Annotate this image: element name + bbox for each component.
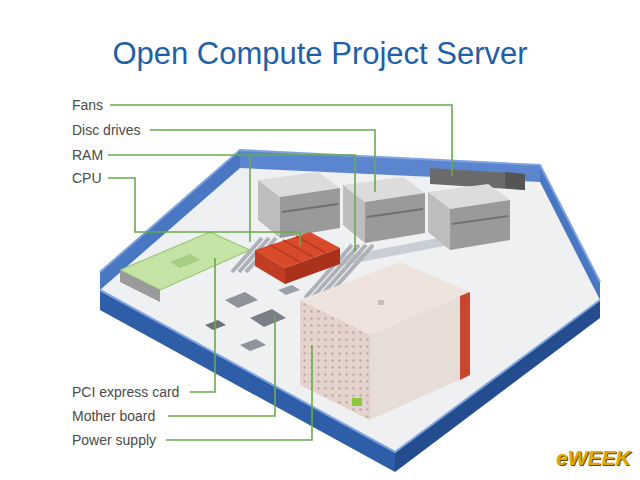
leader-line	[166, 345, 312, 440]
part-label: Disc drives	[72, 121, 140, 139]
leader-line	[249, 155, 251, 242]
heatsink-side	[255, 250, 285, 284]
pci-card	[120, 232, 250, 302]
part-label: CPU	[72, 169, 102, 187]
disc-drive	[258, 172, 340, 238]
psu-side	[370, 292, 470, 420]
leader-line	[108, 178, 300, 246]
psu-front	[300, 300, 370, 420]
heatsink-front	[285, 248, 340, 284]
psu-red-strip	[460, 292, 470, 380]
drive-front	[365, 193, 425, 243]
part-label: Power supply	[72, 431, 156, 449]
leader-line	[108, 155, 355, 252]
part-label: Mother board	[72, 407, 155, 425]
psu-vents	[300, 300, 370, 420]
disc-drive	[428, 184, 510, 250]
drive-side	[343, 185, 365, 243]
board-chip	[278, 285, 300, 295]
diagram-title: Open Compute Project Server	[0, 36, 640, 72]
leader-line	[190, 258, 215, 392]
pci-bracket	[120, 270, 160, 302]
leader-line	[150, 130, 375, 192]
cpu-heatsink	[255, 232, 340, 284]
psu-connector	[352, 398, 362, 406]
part-label: PCI express card	[72, 383, 179, 401]
watermark: eWEEK	[556, 446, 631, 470]
drive-front	[450, 200, 510, 250]
leader-line	[110, 105, 452, 176]
pci-chip	[170, 254, 200, 268]
leader-line	[168, 318, 275, 416]
drive-slot	[282, 204, 338, 212]
drive-slot	[367, 209, 423, 217]
chassis-right-wall	[540, 165, 600, 300]
drive-slot	[452, 216, 508, 224]
part-label: RAM	[72, 146, 103, 164]
psu-screw	[378, 300, 384, 305]
drive-front	[280, 188, 340, 238]
drive-side	[258, 180, 280, 238]
board-chip	[250, 309, 286, 327]
fan-block	[505, 172, 525, 190]
part-label: Fans	[72, 96, 103, 114]
board-chip	[240, 339, 266, 351]
power-supply	[300, 262, 470, 420]
drive-side	[428, 192, 450, 250]
board-chip	[225, 292, 258, 308]
